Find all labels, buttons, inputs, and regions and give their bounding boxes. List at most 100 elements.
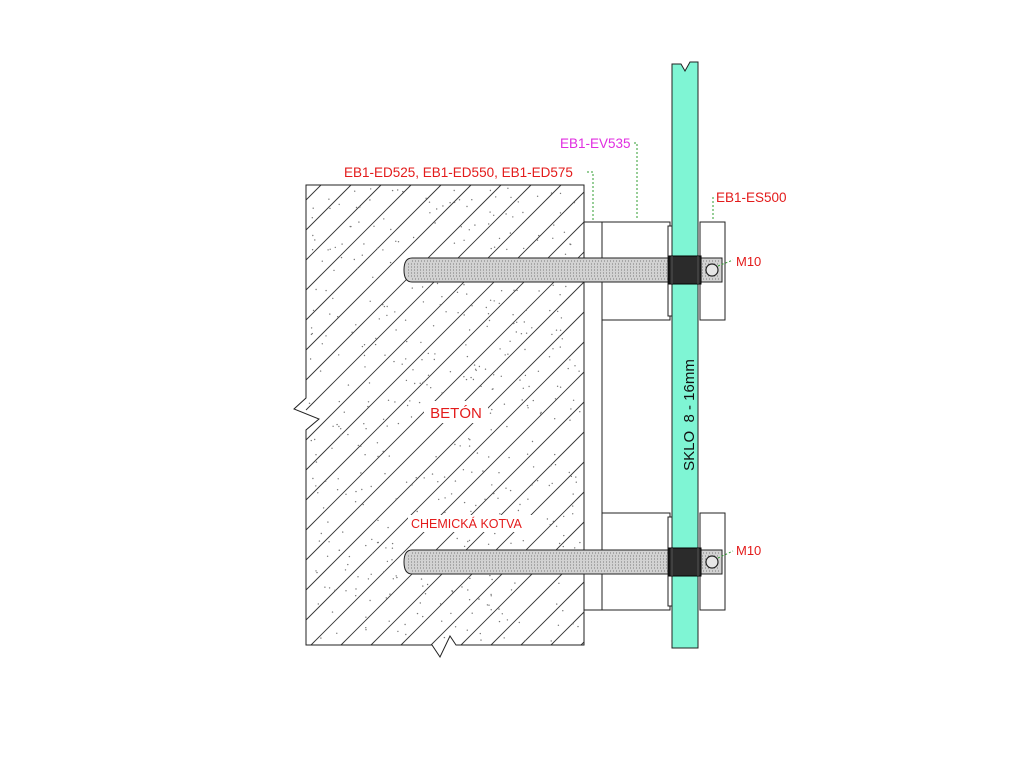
concrete-stipple-dot (316, 571, 318, 574)
concrete-stipple-dot (424, 593, 427, 595)
concrete-stipple-dot (579, 411, 581, 413)
leader-bolt-upper (717, 259, 734, 267)
concrete-stipple-dot (434, 353, 436, 355)
concrete-stipple-dot (328, 587, 331, 589)
concrete-stipple-dot (520, 333, 523, 335)
concrete-hatch-line (460, 521, 585, 646)
concrete-stipple-dot (394, 311, 396, 313)
concrete-stipple-dot (382, 249, 384, 251)
concrete-stipple-dot (444, 497, 446, 499)
concrete-stipple-dot (468, 229, 470, 231)
concrete-stipple-dot (340, 428, 342, 430)
concrete-stipple-dot (531, 440, 534, 443)
concrete-stipple-dot (355, 588, 357, 590)
concrete-stipple-dot (509, 489, 512, 492)
concrete-stipple-dot (503, 637, 505, 639)
concrete-stipple-dot (423, 477, 425, 479)
concrete-stipple-dot (489, 412, 492, 414)
concrete-stipple-dot (315, 288, 317, 291)
concrete-stipple-dot (317, 603, 319, 605)
concrete-stipple-dot (324, 586, 326, 588)
concrete-stipple-dot (315, 570, 317, 572)
concrete-stipple-dot (488, 319, 491, 322)
concrete-stipple-dot (421, 359, 423, 361)
glass-pane (671, 61, 699, 649)
concrete-stipple-dot (513, 289, 515, 291)
concrete-stipple-dot (318, 540, 321, 542)
concrete-stipple-dot (468, 599, 471, 601)
concrete-stipple-dot (489, 574, 491, 577)
concrete-stipple-dot (331, 447, 333, 449)
concrete-stipple-dot (362, 503, 364, 506)
concrete-stipple-dot (537, 370, 540, 372)
concrete-stipple-dot (347, 433, 349, 436)
concrete-stipple-dot (556, 603, 558, 605)
concrete-stipple-dot (498, 302, 500, 305)
concrete-stipple-dot (443, 636, 446, 639)
concrete-stipple-dot (340, 433, 342, 436)
concrete-stipple-dot (572, 493, 574, 495)
concrete-stipple-dot (433, 358, 435, 361)
concrete-stipple-dot (401, 363, 403, 365)
concrete-stipple-dot (390, 228, 392, 231)
concrete-stipple-dot (386, 425, 388, 427)
concrete-stipple-dot (395, 575, 397, 577)
concrete-stipple-dot (389, 593, 391, 595)
concrete-stipple-dot (519, 503, 521, 506)
concrete-stipple-dot (396, 576, 398, 579)
concrete-stipple-dot (556, 385, 559, 387)
concrete-stipple-dot (475, 369, 477, 372)
concrete-stipple-dot (392, 578, 394, 580)
concrete-hatch-line (305, 341, 585, 621)
concrete-hatch-line (305, 184, 472, 351)
concrete-stipple-dot (432, 325, 435, 327)
concrete-stipple-dot (405, 379, 408, 382)
concrete-stipple-dot (310, 439, 312, 442)
concrete-hatch-line (305, 184, 562, 441)
concrete-hatch-line (550, 611, 585, 646)
concrete-stipple-dot (559, 386, 562, 388)
concrete-stipple-dot (329, 313, 331, 315)
concrete-stipple-dot (491, 408, 493, 411)
concrete-stipple-dot (525, 332, 528, 334)
concrete-stipple-dot (383, 218, 385, 220)
concrete-stipple-dot (355, 595, 357, 597)
concrete-stipple-dot (327, 521, 329, 523)
concrete-stipple-dot (532, 399, 534, 402)
concrete-stipple-dot (369, 300, 371, 302)
concrete-stipple-dot (355, 324, 357, 326)
concrete-stipple-dot (453, 242, 456, 244)
concrete-stipple-dot (526, 404, 529, 407)
concrete-stipple-dot (518, 621, 520, 624)
concrete-stipple-dot (550, 465, 552, 467)
concrete-stipple-dot (463, 314, 465, 316)
rod-thread-texture-upper (408, 260, 720, 280)
concrete-stipple-dot (334, 589, 336, 591)
concrete-stipple-dot (329, 248, 331, 250)
concrete-stipple-dot (383, 571, 385, 573)
concrete-stipple-dot (510, 196, 512, 199)
concrete-stipple-dot (324, 480, 327, 482)
concrete-stipple-dot (575, 481, 577, 483)
concrete-stipple-dot (435, 456, 437, 458)
concrete-stipple-dot (466, 355, 469, 358)
leader-spacer (587, 171, 594, 220)
concrete-stipple-dot (480, 639, 482, 641)
concrete-stipple-dot (311, 332, 313, 335)
concrete-stipple-dot (391, 542, 394, 545)
concrete-stipple-dot (536, 239, 539, 241)
concrete-stipple-dot (382, 450, 384, 453)
concrete-stipple-dot (563, 231, 566, 233)
concrete-stipple-dot (420, 341, 422, 344)
nut-upper (705, 263, 719, 277)
concrete-stipple-dot (370, 485, 372, 488)
concrete-stipple-dot (397, 630, 399, 633)
concrete-stipple-dot (498, 472, 500, 474)
concrete-stipple-dot (550, 192, 553, 194)
concrete-stipple-dot (578, 370, 580, 372)
concrete-stipple-dot (369, 599, 371, 602)
concrete-stipple-dot (426, 384, 428, 386)
concrete-stipple-dot (439, 304, 441, 306)
concrete-stipple-dot (370, 188, 372, 190)
concrete-stipple-dot (337, 478, 339, 480)
